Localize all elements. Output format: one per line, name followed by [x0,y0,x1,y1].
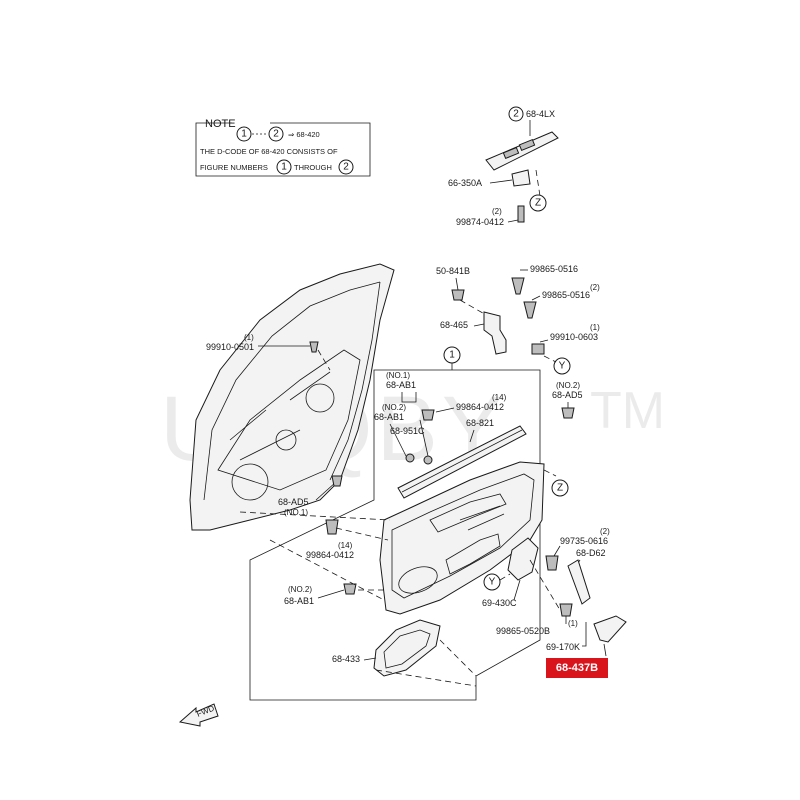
label-99865-0516-b: 99865-0516 [542,290,590,300]
label-68-AD5-right: 68-AD5 [552,390,583,400]
window-switch [511,169,531,187]
door-frame: (1) 99910-0501 [189,263,395,531]
watermark-tm: TM [590,382,665,440]
note-circle-1: 1 [241,129,247,140]
highlight-part-label: 68-437B [546,658,608,678]
weatherstrip-group: (NO.1) 68-AB1 (NO.2) 68-AB1 68-951C (14)… [374,371,583,499]
highlight-box [546,658,608,678]
label-99735-0616: 99735-0616 [560,536,608,546]
weatherstrip-68-821 [397,425,527,499]
note-line3-b: THROUGH [294,163,332,172]
bracket-68-465 [483,311,507,355]
label-99865-b-qty: (2) [590,283,600,292]
label-99864-0412-qty: (14) [492,393,507,402]
label-66-350A: 66-350A [448,178,482,188]
label-99865-0520B-qty: (1) [568,619,578,628]
handle-69-430C [507,537,539,581]
inner-handle-group: Y 69-430C [482,537,561,611]
cover-68-437B [593,615,627,643]
label-68-AB1-top: 68-AB1 [386,380,416,390]
label-68-AB1-mid: 68-AB1 [374,412,404,422]
note-box: NOTE 1 2 ⇒ 68-420 THE D-CODE OF 68-420 C… [195,118,371,177]
label-99910-0603-qty: (1) [590,323,600,332]
screw-99865-b [523,301,537,319]
clip-68-951C-b [423,455,433,465]
label-99864-0412b-qty: (14) [338,541,353,550]
switch-panel [485,131,559,171]
cover-68-D62 [567,559,591,605]
clip-99910-0501 [309,341,319,353]
note-code: ⇒ 68-420 [288,130,320,139]
label-68-433: 68-433 [332,654,360,664]
clip-68-AD5-right [561,407,575,419]
label-99864-0412b: 99864-0412 [306,550,354,560]
note-circle-2: 2 [273,129,279,140]
clip-68-AD5-left [331,475,343,487]
screw-99864-top [421,409,435,421]
note-title: NOTE [205,118,236,130]
clip-68-AB1-bot [343,583,357,595]
leader-lines [239,349,477,687]
note-line2: THE D-CODE OF 68-420 CONSISTS OF [200,147,338,156]
grille-group: 68-433 [332,619,441,677]
right-parts: (2) 99735-0616 68-D62 (1) 99865-0520B 69… [496,527,627,657]
clip-50-841B [451,289,465,301]
label-99865-0516-a: 99865-0516 [530,264,578,274]
fwd-arrow: FWD [178,703,219,727]
label-no1: (NO.1) [386,371,410,380]
bracket-group: 50-841B 99865-0516 (2) 99865-0516 68-465… [436,264,600,375]
label-68-951C: 68-951C [390,426,425,436]
clip-68-951C-a [405,453,415,463]
label-68-AB1-bot: 68-AB1 [284,596,314,606]
fwd-arrow-icon [178,703,219,727]
label-ab1-no2: (NO.2) [288,585,312,594]
label-no2: (NO.2) [382,403,406,412]
callout-y-left: Y [489,577,496,588]
switch-panel-group: 2 68-4LX 66-350A Z (2) 99874-0412 [448,106,559,227]
label-99865-0520B: 99865-0520B [496,626,550,636]
note-circle-1b: 1 [281,162,287,173]
label-68-D62: 68-D62 [576,548,606,558]
label-99864-0412: 99864-0412 [456,402,504,412]
label-99910-0501: 99910-0501 [206,342,254,352]
callout-1-main: 1 [449,350,455,361]
label-50-841B: 50-841B [436,266,470,276]
label-68-AD5-left: 68-AD5 [278,497,309,507]
label-68-4LX: 68-4LX [526,109,555,119]
left-clips: 68-AD5 (NO.1) (14) 99864-0412 (NO.2) 68-… [278,475,357,606]
label-ad5-no1: (NO.1) [284,508,308,517]
label-99874-0412: 99874-0412 [456,217,504,227]
label-ad5-no2: (NO.2) [556,381,580,390]
label-69-170K: 69-170K [546,642,580,652]
note-circle-2b: 2 [343,162,349,173]
label-99874-qty: (2) [492,207,502,216]
screw-99864-left [325,519,339,535]
label-68-465: 68-465 [440,320,468,330]
highlight-part-text: 68-437B [556,662,598,674]
callout-2-top: 2 [513,109,519,120]
callout-z-top: Z [535,198,541,209]
clip-99910-0603 [531,343,545,355]
label-68-821: 68-821 [466,418,494,428]
screw-99874 [517,205,525,223]
callout-y-right: Y [559,361,566,372]
cover-68-433 [373,619,441,677]
label-69-430C: 69-430C [482,598,517,608]
note-line3-a: FIGURE NUMBERS [200,163,268,172]
label-99910-0603: 99910-0603 [550,332,598,342]
screw-99735 [545,555,559,571]
callout-z-mid: Z [557,483,563,494]
group-1-outline: 1 [249,346,541,701]
label-99910-0501-qty: (1) [244,333,254,342]
label-99735-qty: (2) [600,527,610,536]
screw-99865-0520B [559,603,573,617]
screw-99865-a [511,277,525,295]
